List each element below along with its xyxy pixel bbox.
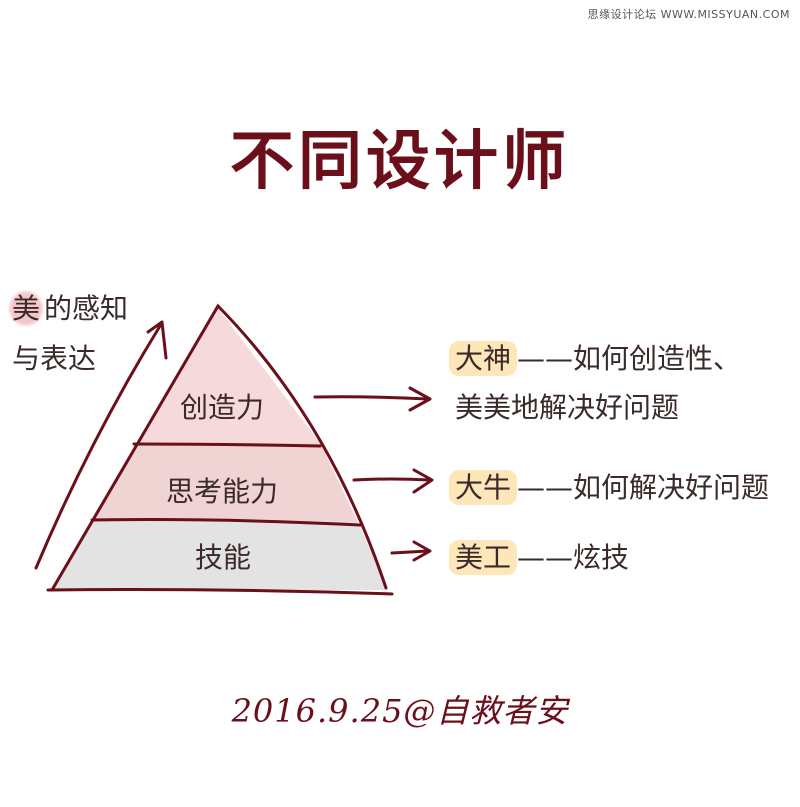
axis-label-line1-rest: 的感知 (44, 292, 129, 325)
pyramid-outline (50, 303, 388, 592)
axis-arrow-line (34, 324, 162, 570)
role-desc-middle: 如何解决好问题 (573, 471, 770, 504)
role-desc-bottom: 炫技 (573, 541, 630, 574)
role-desc-top: 如何创造性、 (573, 342, 742, 375)
axis-label-highlight: 美 (8, 290, 45, 327)
watermark: 思缘设计论坛 WWW.MISSYUAN.COM (587, 8, 790, 21)
pyramid-divider-middle (90, 518, 362, 527)
role-middle: 大牛——如何解决好问题 (449, 466, 770, 506)
role-bottom: 美工——炫技 (449, 536, 630, 576)
role-dash-middle: —— (517, 471, 574, 504)
signature: 2016.9.25@自救者安 (231, 692, 569, 730)
pyramid-level-top (137, 308, 320, 443)
arrow-top (313, 386, 432, 412)
pyramid-level-bottom (52, 520, 388, 590)
role-name-top: 大神 (449, 341, 518, 376)
role-top-line1: 大神——如何创造性、 (449, 337, 742, 377)
role-dash-bottom: —— (517, 541, 574, 574)
role-name-bottom: 美工 (449, 540, 518, 575)
role-name-middle: 大牛 (449, 470, 518, 505)
pyramid-level-middle (92, 443, 358, 522)
arrow-bottom (390, 540, 432, 562)
axis-label-line2: 与表达 (12, 342, 97, 375)
pyramid-base-line (46, 588, 394, 596)
pyramid-level-label-middle: 思考能力 (166, 475, 279, 508)
pyramid-divider-top (132, 442, 322, 448)
role-desc-top-line2: 美美地解决好问题 (455, 391, 680, 424)
axis-label: 美的感知 与表达 (8, 284, 129, 384)
axis-label-line1: 美的感知 (8, 284, 129, 334)
pyramid-level-label-top: 创造力 (180, 391, 265, 424)
page-title: 不同设计师 (230, 125, 570, 199)
pyramid-level-label-bottom: 技能 (195, 541, 252, 574)
role-dash-top: —— (517, 342, 574, 375)
arrow-middle (352, 468, 434, 494)
axis-arrow-head (146, 320, 168, 360)
